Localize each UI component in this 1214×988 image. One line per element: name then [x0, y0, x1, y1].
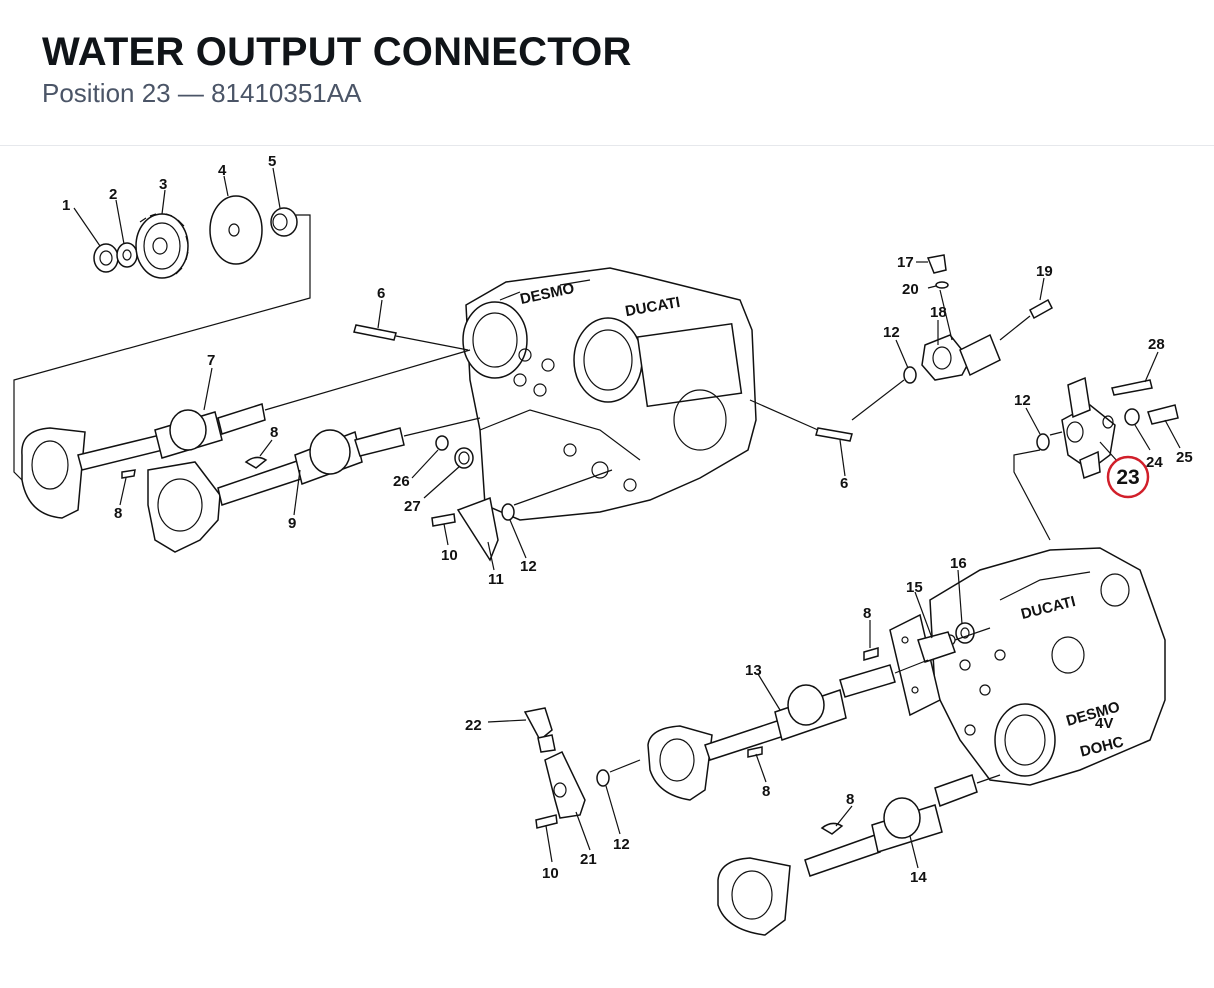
water-output-connector-23: [1061, 376, 1116, 480]
leader-lines: [73, 167, 1181, 869]
callout-17: 17: [897, 254, 914, 271]
camshaft-13: [647, 664, 896, 801]
stud-6-left: [353, 324, 397, 341]
screw-10-upper: [431, 513, 456, 527]
exploded-parts-diagram: DESMO DUCATI DUCATI DESMO 4V DOHC: [0, 147, 1214, 988]
callout-16: 16: [950, 555, 967, 572]
stud-6-right: [815, 427, 853, 442]
callout-8-e: 8: [846, 791, 854, 808]
callout-8-b: 8: [114, 505, 122, 522]
axis-line: [403, 417, 481, 437]
bush-27: [454, 447, 474, 469]
callout-15: 15: [906, 579, 923, 596]
callout-7: 7: [207, 352, 215, 369]
fitting-22: [523, 707, 553, 742]
screw-17: [926, 254, 947, 274]
callout-6-left: 6: [377, 285, 385, 302]
callout-28: 28: [1148, 336, 1165, 353]
key-8-b: [244, 456, 268, 469]
callout-3: 3: [159, 176, 167, 193]
callout-14: 14: [910, 869, 927, 886]
key-8-c: [863, 647, 879, 661]
screw-10-lower: [535, 814, 558, 829]
callout-11: 11: [488, 571, 504, 588]
washer-24: [1124, 408, 1140, 426]
pulley-assembly-bracket: [13, 214, 311, 481]
camshaft-14: [717, 774, 978, 936]
washer-20: [935, 281, 949, 289]
callout-22: 22: [465, 717, 482, 734]
pulley-group: [93, 195, 298, 279]
callout-20: 20: [902, 281, 919, 298]
o-ring-12-top: [903, 366, 917, 384]
o-ring-12-bottom: [596, 769, 610, 787]
highlighted-callout-23[interactable]: 23: [1106, 455, 1150, 499]
washer-26: [435, 435, 449, 451]
callout-1: 1: [62, 197, 70, 214]
page-header: WATER OUTPUT CONNECTOR Position 23 — 814…: [0, 0, 1214, 146]
key-8-d: [747, 746, 763, 758]
o-ring-12-left: [501, 503, 515, 521]
callout-13: 13: [745, 662, 762, 679]
callout-10-lower: 10: [542, 865, 559, 882]
highlight-ring: [1106, 455, 1150, 499]
callout-27: 27: [404, 498, 421, 515]
bush-15: [917, 631, 956, 663]
cylinder-head-vertical: DUCATI DESMO 4V DOHC: [889, 547, 1166, 786]
part-subtitle: Position 23 — 81410351AA: [42, 78, 362, 108]
callout-8-c: 8: [863, 605, 871, 622]
connector-leader: [1013, 449, 1051, 541]
callout-23: 23: [1116, 466, 1139, 489]
bracket-11: [456, 496, 499, 562]
key-8-a: [121, 469, 136, 479]
callout-25: 25: [1176, 449, 1193, 466]
callout-12-left: 12: [520, 558, 537, 575]
o-ring-12-right: [1036, 433, 1050, 451]
callout-9: 9: [288, 515, 296, 532]
callout-2: 2: [109, 186, 117, 203]
screw-19: [1029, 298, 1053, 320]
callout-6-right: 6: [840, 475, 848, 492]
sensor-25: [1147, 404, 1179, 425]
screw-28: [1111, 379, 1153, 396]
callout-24: 24: [1146, 454, 1163, 471]
four-valve-text: 4V: [1095, 715, 1113, 732]
axis-line: [264, 349, 471, 411]
camshaft-7: [21, 403, 266, 519]
water-connector-18: [921, 333, 1001, 381]
callout-21: 21: [580, 851, 597, 868]
callout-5: 5: [268, 153, 276, 170]
callout-12-bottom: 12: [613, 836, 630, 853]
callout-26: 26: [393, 473, 410, 490]
callout-8-d: 8: [762, 783, 770, 800]
callout-10-upper: 10: [441, 547, 458, 564]
callout-8-a: 8: [270, 424, 278, 441]
water-connector-21: [544, 751, 586, 819]
callout-12-right: 12: [1014, 392, 1031, 409]
page-title: WATER OUTPUT CONNECTOR: [42, 30, 632, 74]
seal-16: [955, 622, 975, 644]
callout-12-top: 12: [883, 324, 900, 341]
callout-19: 19: [1036, 263, 1053, 280]
callout-labels: 1 2 3 4 5 6 6 7 8 8 8 8 8 9 10 10 11 12 …: [62, 153, 1193, 886]
callout-18: 18: [930, 304, 947, 321]
key-8-e: [820, 822, 844, 835]
callout-4: 4: [218, 162, 227, 179]
cylinder-head-horizontal: DESMO DUCATI: [462, 267, 757, 521]
